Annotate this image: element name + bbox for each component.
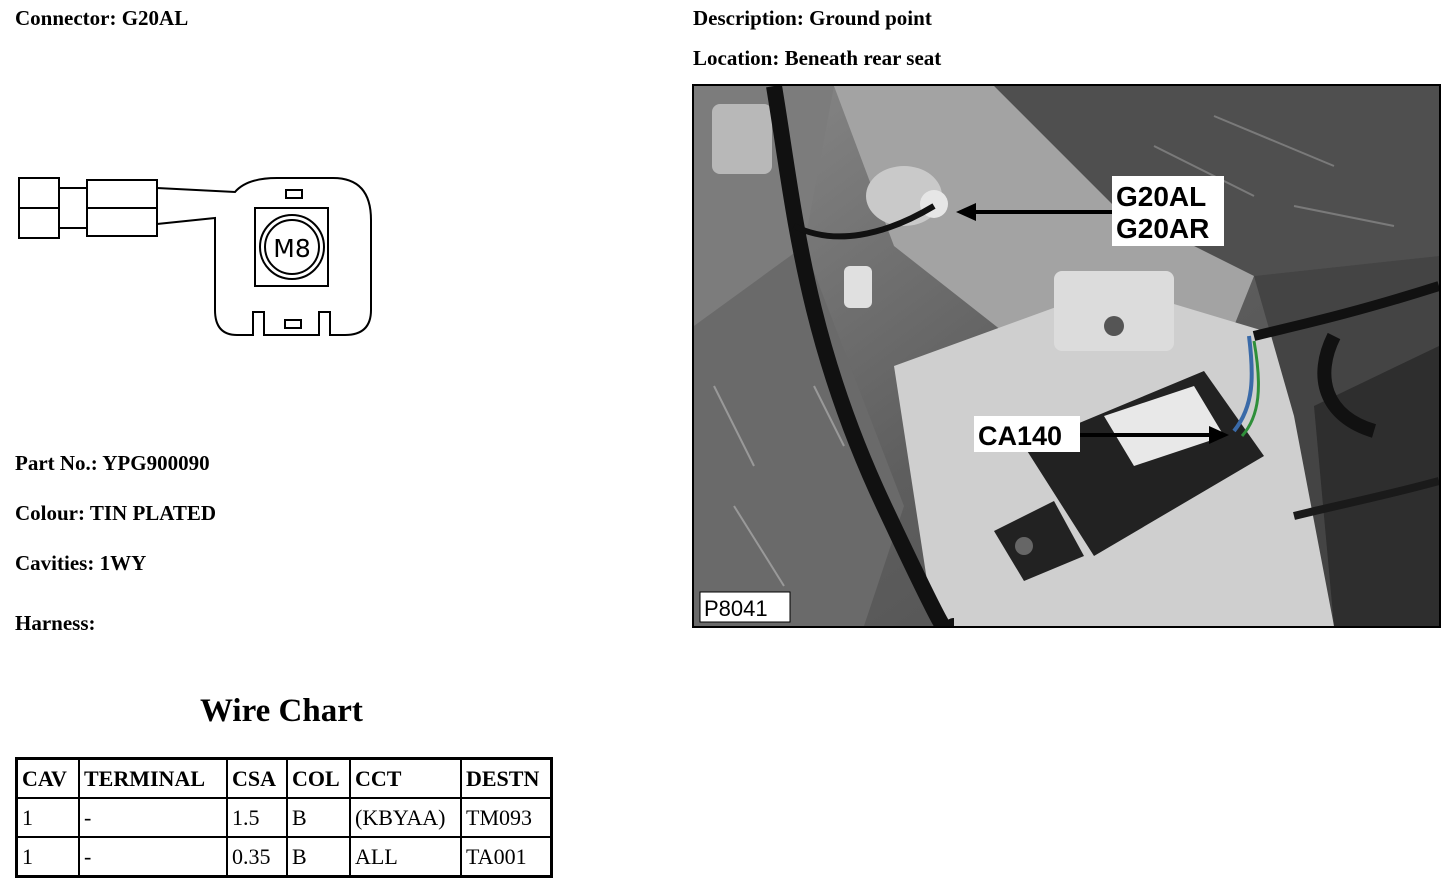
module-callout-arrow [1079, 426, 1229, 444]
photo-reference-label: P8041 [704, 596, 768, 621]
location-label: Location: Beneath rear seat [693, 46, 942, 70]
cell-terminal: - [78, 797, 228, 838]
header-csa: CSA [226, 757, 288, 799]
bolt-housing [254, 207, 329, 287]
module-callout-label: CA140 [978, 421, 1062, 451]
harness-label: Harness: [15, 611, 96, 635]
location-photo-illustration: G20AL G20AR CA140 P8041 [694, 86, 1439, 626]
header-terminal: TERMINAL [78, 757, 228, 799]
ring-terminal [156, 177, 372, 336]
cell-cav: 1 [15, 797, 80, 838]
cell-destn: TA001 [460, 836, 553, 878]
cell-terminal: - [78, 836, 228, 878]
ground-callout-label: G20AL [1116, 181, 1206, 212]
connector-label: Connector: G20AL [15, 6, 189, 30]
description-label: Description: Ground point [693, 6, 932, 30]
cavities-label: Cavities: 1WY [15, 551, 147, 575]
cell-col: B [286, 836, 351, 878]
connector-diagram: M8 [18, 177, 372, 336]
header-col: COL [286, 757, 351, 799]
cell-col: B [286, 797, 351, 838]
cell-destn: TM093 [460, 797, 553, 838]
ground-callout-label-2: G20AR [1116, 213, 1209, 244]
colour-label: Colour: TIN PLATED [15, 501, 217, 525]
cell-csa: 0.35 [226, 836, 288, 878]
table-row: 1 - 0.35 B ALL TA001 [15, 836, 553, 878]
ground-callout-arrow [956, 203, 1112, 221]
cell-cct: (KBYAA) [349, 797, 462, 838]
table-row: 1 - 1.5 B (KBYAA) TM093 [15, 797, 553, 838]
header-cct: CCT [349, 757, 462, 799]
header-destn: DESTN [460, 757, 553, 799]
table-header-row: CAV TERMINAL CSA COL CCT DESTN [15, 757, 553, 799]
wire-chart-table: CAV TERMINAL CSA COL CCT DESTN 1 - 1.5 B… [15, 757, 553, 878]
cell-cct: ALL [349, 836, 462, 878]
part-number-label: Part No.: YPG900090 [15, 451, 210, 475]
header-cav: CAV [15, 757, 80, 799]
cell-cav: 1 [15, 836, 80, 878]
cell-csa: 1.5 [226, 797, 288, 838]
wire-chart-title: Wire Chart [200, 693, 363, 729]
bolt-size-label: M8 [273, 234, 310, 263]
location-photo: G20AL G20AR CA140 P8041 [692, 84, 1441, 628]
